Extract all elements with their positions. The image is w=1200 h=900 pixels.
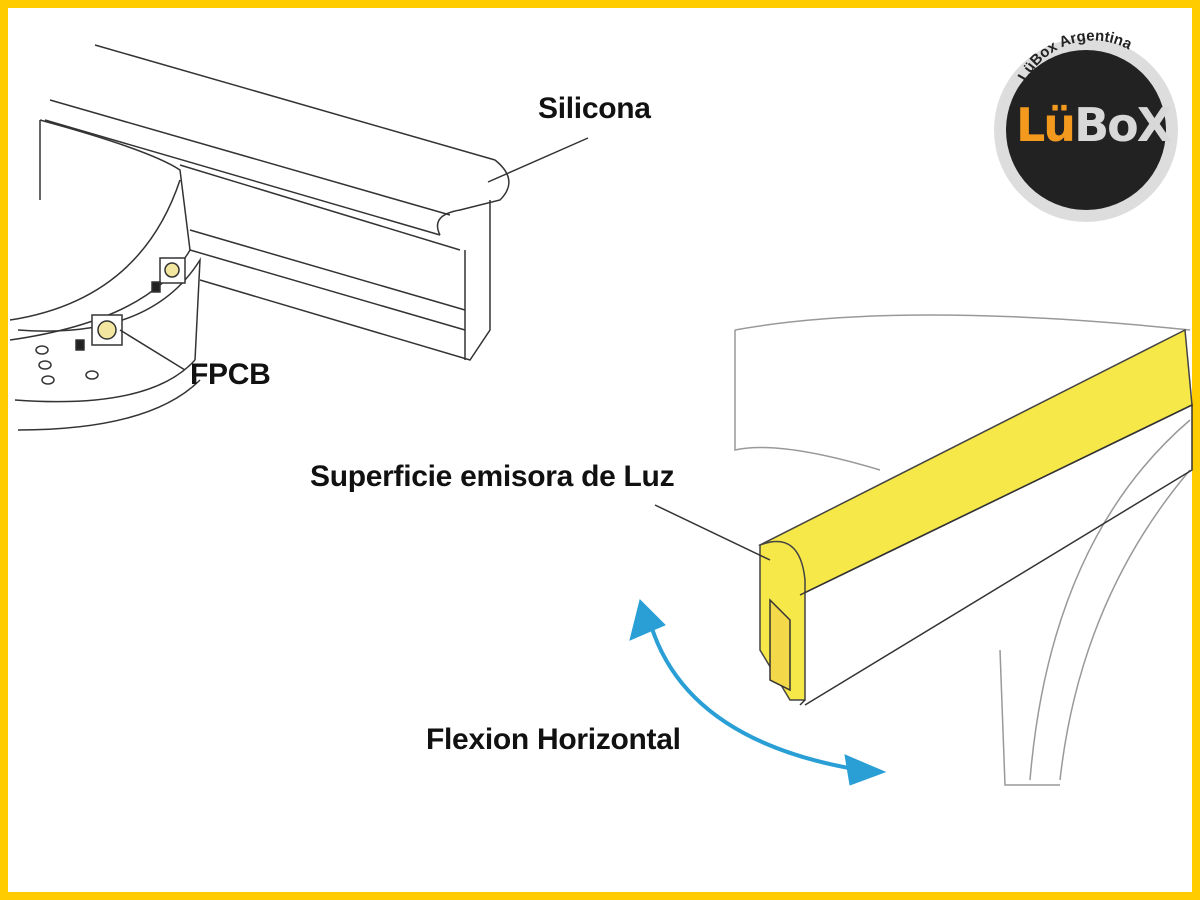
silicone-profile-illustration bbox=[44, 44, 510, 361]
flexion-label: Flexion Horizontal bbox=[426, 723, 681, 756]
logo-lu: Lü bbox=[1016, 98, 1076, 152]
superficie-pointer-line bbox=[654, 504, 771, 561]
logo-wordmark: LüBoX bbox=[1016, 98, 1172, 152]
glowing-profile-illustration bbox=[758, 328, 1193, 706]
logo-box: BoX bbox=[1074, 98, 1172, 152]
superficie-label: Superficie emisora de Luz bbox=[310, 460, 675, 493]
lubox-logo: LüBox Argentina LüBoX bbox=[988, 22, 1184, 228]
silicona-label: Silicona bbox=[538, 92, 651, 125]
fpcb-strip-illustration bbox=[9, 119, 201, 431]
logo-badge: LüBox Argentina bbox=[994, 27, 1178, 222]
fpcb-label: FPCB bbox=[190, 358, 271, 391]
silicona-pointer-line bbox=[487, 137, 589, 183]
curved-profile-outline bbox=[734, 314, 1191, 786]
flexion-arrow-icon bbox=[629, 599, 887, 786]
